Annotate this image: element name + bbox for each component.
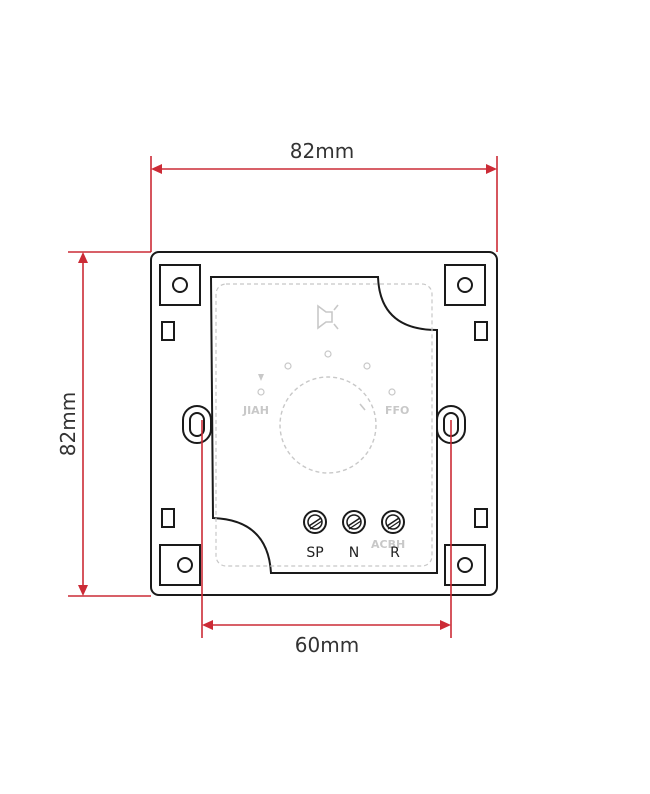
corner-screw-bottom-right: [444, 544, 486, 586]
width-label: 82mm: [290, 139, 354, 163]
slot-top-right: [474, 321, 488, 341]
arrowhead: [78, 585, 88, 596]
arrowhead: [78, 252, 88, 263]
dial-dot: [257, 388, 265, 396]
inner-cutout: [209, 276, 438, 574]
faint-markings: JIAH FFO ACBH: [242, 304, 409, 551]
dial-dot: [363, 362, 371, 370]
mount-spacing-label: 60mm: [295, 633, 359, 657]
screw-hole: [177, 557, 193, 573]
faint-label-right: FFO: [385, 404, 409, 417]
dial-dot: [324, 350, 332, 358]
lamp-icon: [317, 304, 339, 330]
width-dimension: [150, 156, 498, 252]
screw-hole: [172, 277, 188, 293]
height-label: 82mm: [56, 392, 80, 456]
screw-hole: [457, 277, 473, 293]
slot-bottom-left: [161, 508, 175, 528]
terminal-n: N: [342, 510, 366, 561]
faint-label-left: JIAH: [242, 404, 269, 417]
dial-dot: [388, 388, 396, 396]
terminal-sp: SP: [303, 510, 327, 561]
corner-screw-top-left: [159, 264, 201, 306]
screw-hole: [457, 557, 473, 573]
terminal-label: SP: [306, 545, 323, 561]
dial-tick: [359, 403, 366, 411]
corner-screw-top-right: [444, 264, 486, 306]
slot-top-left: [161, 321, 175, 341]
terminal-r: R: [381, 510, 405, 561]
module-outline: [215, 283, 433, 567]
height-dimension: [68, 251, 151, 597]
arrowhead: [151, 164, 162, 174]
arrowhead: [440, 620, 451, 630]
arrowhead: [202, 620, 213, 630]
terminal-label: R: [390, 545, 400, 561]
potentiometer-circle: [279, 376, 377, 474]
corner-screw-bottom-left: [159, 544, 201, 586]
dial-dot: [284, 362, 292, 370]
dial-tick: [258, 374, 264, 381]
faint-brand-label: ACBH: [371, 538, 405, 551]
terminal-label: N: [349, 545, 359, 561]
mounting-hole-left: [182, 405, 212, 444]
mount-spacing-dimension: [201, 420, 452, 638]
arrowhead: [486, 164, 497, 174]
slot-bottom-right: [474, 508, 488, 528]
